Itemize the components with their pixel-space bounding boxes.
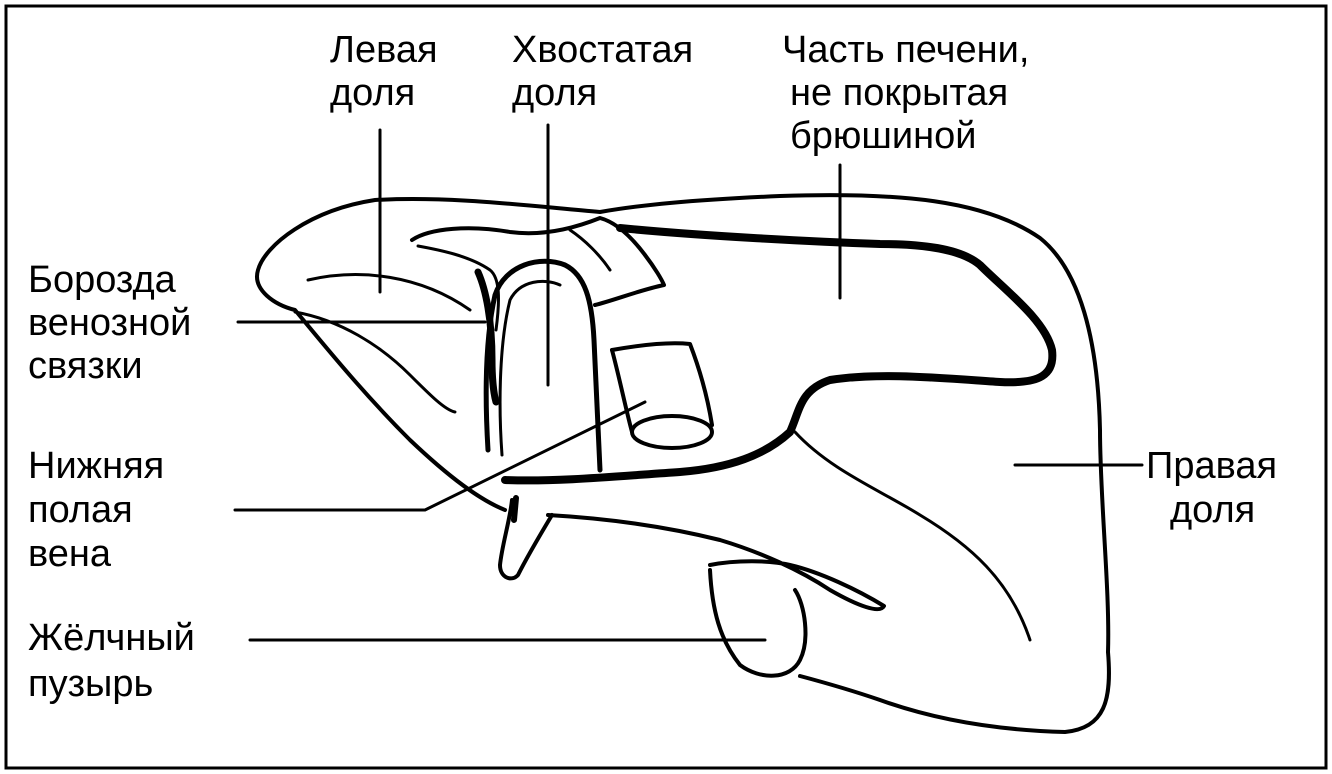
liver-outline-bottom — [546, 513, 886, 612]
right-lobe-line-2: доля — [1170, 489, 1255, 531]
caudate-lobe-inner — [498, 279, 562, 457]
caudate-top-flap-inner — [416, 244, 500, 332]
caudate-lobe-line-1: Хвостатая — [512, 29, 693, 71]
label-right-lobe: Правая доля — [1146, 445, 1277, 531]
label-caudate-lobe: Хвостатая доля — [512, 29, 693, 114]
round-ligament-stub — [498, 498, 554, 581]
ivc-line-2: полая — [28, 489, 133, 531]
label-inferior-vena-cava: Нижняя полая вена — [28, 445, 164, 575]
bare-area-line-3: брюшиной — [790, 115, 976, 157]
label-venous-ligament-fissure: Борозда венозной связки — [28, 259, 191, 387]
right-lobe-line-1: Правая — [1146, 445, 1277, 487]
bare-area-line-2: не покрытая — [790, 72, 1008, 114]
left-lobe-edge-1 — [293, 310, 457, 414]
gallbladder-line-2: пузырь — [28, 663, 153, 705]
left-lobe-line-1: Левая — [330, 29, 438, 71]
porta-hepatis-lower-line — [793, 430, 1032, 642]
caudate-lobe-line-2: доля — [512, 72, 597, 114]
gallbladder-outline — [708, 568, 808, 678]
venous-fissure-line-1: Борозда — [28, 259, 177, 301]
ivc-line-3: вена — [28, 533, 112, 575]
liver-illustration — [233, 123, 1144, 734]
caudate-lobe-outline — [483, 258, 603, 473]
ivc-leader — [233, 400, 647, 512]
caudate-ridge — [568, 228, 612, 272]
venous-fissure-line-3: связки — [28, 345, 143, 387]
left-lobe-line-2: доля — [330, 72, 415, 114]
porta-hepatis-curve — [501, 224, 1057, 485]
vena-cava-left-side — [610, 348, 634, 434]
ivc-line-1: Нижняя — [28, 445, 164, 487]
vena-cava-right-side — [610, 341, 714, 427]
round-ligament-notch — [511, 495, 519, 523]
venous-fissure-groove — [474, 268, 500, 406]
label-left-lobe: Левая доля — [330, 29, 438, 114]
bare-area-line-1: Часть печени, — [782, 29, 1029, 71]
label-bare-area: Часть печени, не покрытая брюшиной — [782, 29, 1029, 157]
liver-outline-right-lower — [798, 650, 1111, 734]
label-gallbladder: Жёлчный пузырь — [28, 617, 195, 705]
vena-cava-opening — [630, 414, 714, 450]
gallbladder-line-1: Жёлчный — [28, 617, 195, 659]
left-lobe-edge-2 — [306, 273, 472, 312]
diagram-frame — [4, 4, 1328, 770]
caudate-top-flap — [410, 216, 666, 307]
venous-fissure-line-2: венозной — [28, 302, 191, 344]
liver-outline-top — [255, 193, 1111, 654]
